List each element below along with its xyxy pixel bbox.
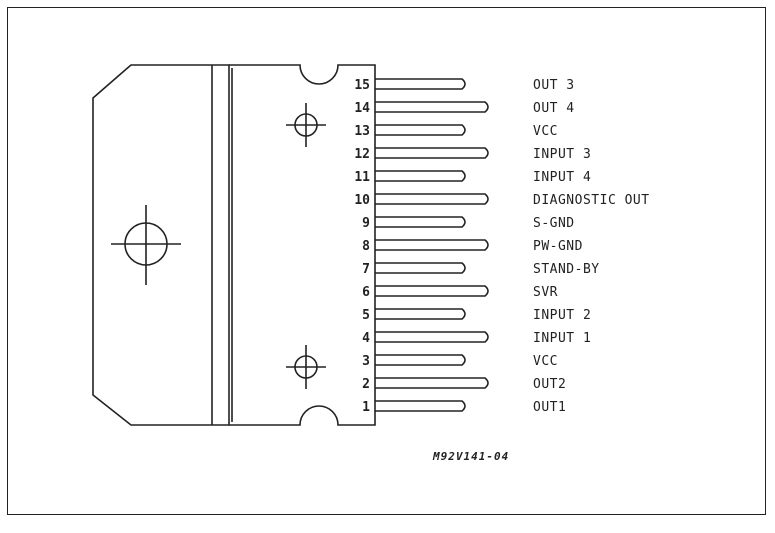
pin-13: 13 VCC — [354, 124, 558, 139]
pin-number: 6 — [362, 285, 370, 300]
pin-lead — [375, 239, 489, 251]
pin-number: 7 — [362, 262, 370, 277]
pin-12: 12 INPUT 3 — [354, 147, 591, 162]
pin-lead — [375, 308, 466, 320]
pin-5: 5 INPUT 2 — [362, 308, 591, 323]
pin-lead — [375, 285, 489, 297]
pin-label: INPUT 1 — [533, 331, 591, 346]
pin-lead — [375, 331, 489, 343]
pin-number: 9 — [362, 216, 370, 231]
pin-label: DIAGNOSTIC OUT — [533, 193, 650, 208]
pin-11: 11 INPUT 4 — [354, 170, 591, 185]
pin-label: INPUT 4 — [533, 170, 591, 185]
pin-number: 3 — [362, 354, 370, 369]
pin-7: 7 STAND-BY — [362, 262, 599, 277]
diagram-frame — [7, 7, 766, 515]
mounting-hole-bottom-icon — [286, 345, 326, 389]
pin-label: INPUT 2 — [533, 308, 591, 323]
pin-number: 12 — [354, 147, 370, 162]
pin-label: OUT 3 — [533, 78, 575, 93]
pin-10: 10 DIAGNOSTIC OUT — [354, 193, 649, 208]
pin-number: 10 — [354, 193, 370, 208]
pin-6: 6 SVR — [362, 285, 558, 300]
pin-9: 9 S-GND — [362, 216, 574, 231]
pin-label: OUT 4 — [533, 101, 575, 116]
part-code: M92V141-04 — [432, 450, 509, 463]
pin-2: 2 OUT2 — [362, 377, 566, 392]
pin-lead — [375, 377, 489, 389]
heatsink-tab — [92, 64, 230, 426]
pin-label: OUT1 — [533, 400, 566, 415]
pin-lead — [375, 262, 466, 274]
pin-lead — [375, 216, 466, 228]
pin-lead — [375, 78, 466, 90]
pin-label: S-GND — [533, 216, 575, 231]
pin-number: 11 — [354, 170, 370, 185]
pin-label: VCC — [533, 354, 558, 369]
pin-15: 15 OUT 3 — [354, 78, 574, 93]
pin-1: 1 OUT1 — [362, 400, 566, 415]
pin-lead — [375, 354, 466, 366]
pin-lead — [375, 124, 466, 136]
pin-8: 8 PW-GND — [362, 239, 583, 254]
pin-4: 4 INPUT 1 — [362, 331, 591, 346]
pin-number: 5 — [362, 308, 370, 323]
package-body — [229, 64, 376, 426]
pin-label: VCC — [533, 124, 558, 139]
pin-label: OUT2 — [533, 377, 566, 392]
mounting-hole-top-icon — [286, 103, 326, 147]
pin-lead — [375, 147, 489, 159]
pin-label: PW-GND — [533, 239, 583, 254]
mounting-hole-large-icon — [111, 205, 181, 285]
pin-number: 14 — [354, 101, 370, 116]
pin-lead — [375, 170, 466, 182]
pin-3: 3 VCC — [362, 354, 558, 369]
pin-number: 1 — [362, 400, 370, 415]
pin-lead — [375, 400, 466, 412]
pin-number: 2 — [362, 377, 370, 392]
pin-lead — [375, 101, 489, 113]
pin-lead — [375, 193, 489, 205]
pin-number: 4 — [362, 331, 370, 346]
pin-label: STAND-BY — [533, 262, 600, 277]
pin-number: 15 — [354, 78, 370, 93]
pin-number: 13 — [354, 124, 370, 139]
pin-number: 8 — [362, 239, 370, 254]
pin-label: SVR — [533, 285, 558, 300]
pin-label: INPUT 3 — [533, 147, 591, 162]
pin-14: 14 OUT 4 — [354, 101, 574, 116]
